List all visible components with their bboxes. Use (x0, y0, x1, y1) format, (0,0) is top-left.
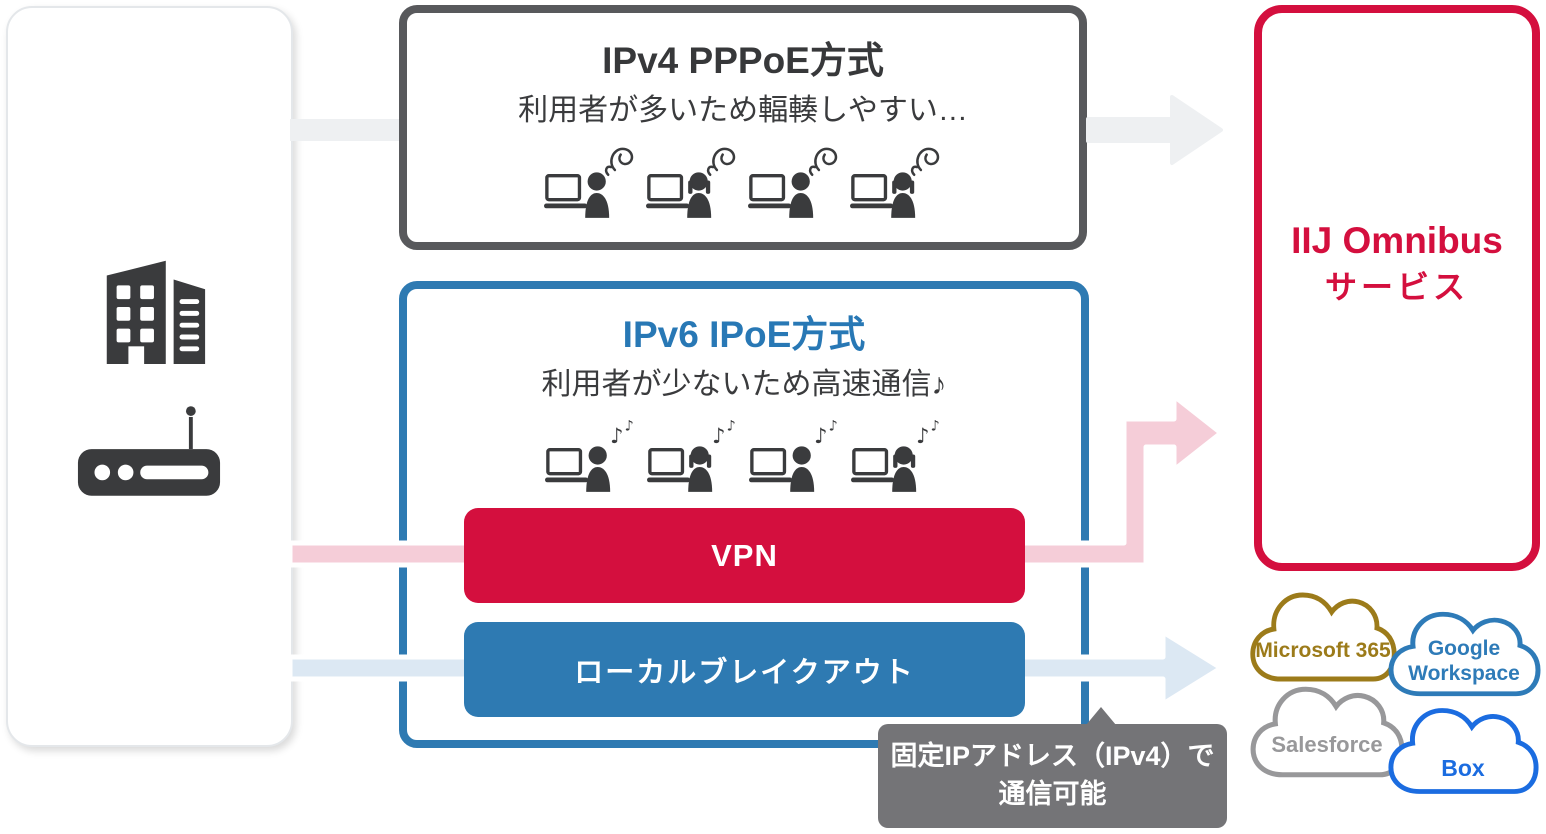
music-note-icon: ♪ (829, 418, 838, 434)
music-note-icon: ♪ (712, 423, 725, 448)
happy-user-at-laptop-icon: ♪ ♪ (851, 418, 940, 492)
router-icon (77, 406, 221, 496)
vpn-label: VPN (711, 537, 778, 573)
cloud-box: Box (1384, 698, 1542, 804)
ipv4-arrow-shaft (290, 119, 399, 141)
tooltip-line1: 固定IPアドレス（IPv4）で (890, 741, 1215, 772)
cloud-label: Microsoft 365 (1255, 639, 1391, 662)
service-name-suffix: サービス (1324, 269, 1469, 306)
music-note-icon: ♪ (727, 418, 736, 434)
cloud-icon (1250, 686, 1405, 778)
customer-premises-panel (6, 6, 293, 747)
ipv4-pppoe-box: IPv4 PPPoE方式 利用者が多いため輻輳しやすい… (399, 5, 1087, 250)
cloud-google-workspace: Google Workspace (1384, 602, 1544, 706)
ipv6-users-row: ♪ ♪ ♪ ♪ ♪ ♪ ♪ ♪ (407, 417, 1081, 492)
cloud-label: Box (1441, 755, 1485, 781)
cloud-icon (1250, 592, 1397, 682)
frustrated-user-at-laptop-icon (544, 147, 634, 218)
music-note-icon: ♪ (610, 423, 623, 448)
vpn-bar: VPN (464, 508, 1025, 603)
happy-user-at-laptop-icon: ♪ ♪ (647, 418, 736, 492)
iij-omnibus-service-box: IIJ Omnibus サービス (1254, 5, 1540, 571)
happy-user-at-laptop-icon: ♪ ♪ (545, 418, 634, 492)
ipv6-box-subtitle: 利用者が少ないため高速通信♪ (541, 367, 947, 401)
local-breakout-label: ローカルブレイクアウト (574, 656, 915, 689)
frustration-squiggle-icon (910, 147, 940, 176)
frustration-squiggle-icon (706, 147, 736, 176)
service-name: IIJ Omnibus (1291, 220, 1503, 262)
cloud-salesforce: Salesforce (1246, 676, 1408, 788)
ipv4-arrow-head (1086, 95, 1223, 165)
ipv4-box-subtitle: 利用者が多いため輻輳しやすい… (518, 93, 968, 127)
local-breakout-bar: ローカルブレイクアウト (464, 622, 1025, 717)
frustrated-user-at-laptop-icon (646, 147, 736, 218)
cloud-label: Salesforce (1271, 732, 1383, 757)
office-building-icon (106, 260, 206, 365)
cloud-icon (1388, 708, 1539, 794)
happy-user-at-laptop-icon: ♪ ♪ (749, 418, 838, 492)
frustration-squiggle-icon (808, 147, 838, 176)
ipv4-box-title: IPv4 PPPoE方式 (602, 40, 884, 81)
cloud-microsoft-365: Microsoft 365 (1246, 582, 1400, 692)
cloud-icon (1388, 611, 1541, 697)
music-note-icon: ♪ (625, 418, 634, 434)
cloud-label: Google Workspace (1408, 637, 1520, 685)
tooltip-pointer (1086, 707, 1116, 725)
music-note-icon: ♪ (931, 418, 940, 434)
frustration-squiggle-icon (604, 147, 634, 176)
ipv6-box-title: IPv6 IPoE方式 (622, 314, 866, 355)
tooltip-line2: 通信可能 (998, 779, 1107, 809)
frustrated-user-at-laptop-icon (850, 147, 940, 218)
music-note-icon: ♪ (814, 423, 827, 448)
frustrated-user-at-laptop-icon (748, 147, 838, 218)
fixed-ip-tooltip: 固定IPアドレス（IPv4）で 通信可能 (878, 707, 1227, 828)
ipv4-users-row (407, 143, 1079, 218)
music-note-icon: ♪ (916, 423, 929, 448)
